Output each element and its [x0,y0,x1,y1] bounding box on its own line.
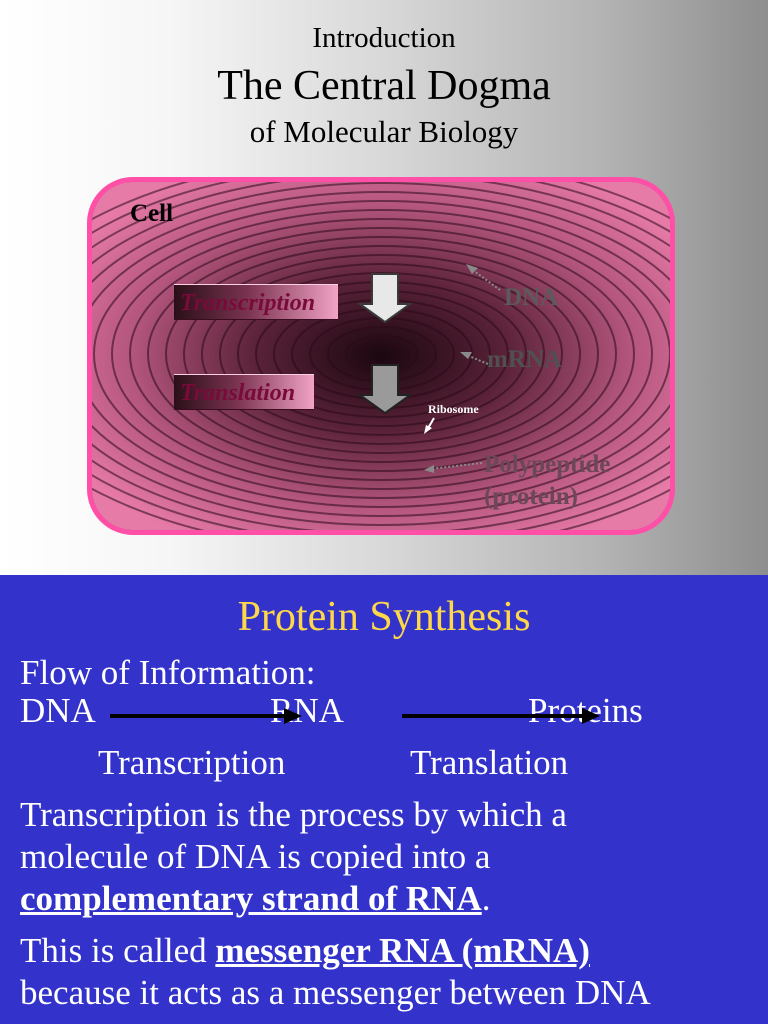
flow-transcription-label: Transcription [98,743,285,783]
paragraph2-line2: because it acts as a messenger between D… [20,973,651,1013]
transcription-down-arrow-icon [360,274,410,322]
paragraph2-start: This is called [20,931,215,970]
ribosome-label: Ribosome [428,402,479,417]
dna-to-rna-arrow-icon [110,708,302,724]
flow-translation-label: Translation [410,743,568,783]
paragraph1-line3: complementary strand of RNA. [20,879,490,919]
ribosome-pointer-arrow-icon [424,418,434,434]
dna-label: DNA [504,284,558,312]
translation-down-arrow-icon [360,365,410,413]
polypeptide-label: Polypeptide [484,451,610,479]
mrna-pointer-arrow-icon [460,352,488,364]
slide-subtitle: of Molecular Biology [0,114,768,150]
complementary-strand-term: complementary strand of RNA [20,879,482,918]
polypeptide-pointer-arrow-icon [424,463,482,473]
paragraph2-line1: This is called messenger RNA (mRNA) [20,931,590,971]
paragraph1-line2: molecule of DNA is copied into a [20,837,490,877]
messenger-rna-term: messenger RNA (mRNA) [215,931,590,970]
rna-to-protein-arrow-icon [402,708,600,724]
paragraph1-period: . [482,879,491,918]
slide-title: The Central Dogma [0,62,768,110]
protein-synthesis-slide: Protein Synthesis Flow of Information: D… [0,575,768,1024]
mrna-label: mRNA [487,346,562,374]
cell-diagram: Cell Transcription Translation [87,177,675,535]
dna-pointer-arrow-icon [466,264,500,290]
central-dogma-slide: Introduction The Central Dogma of Molecu… [0,0,768,575]
paragraph1-line1: Transcription is the process by which a [20,795,567,835]
slide-intro-heading: Introduction [0,22,768,55]
protein-label: (protein) [484,483,578,511]
